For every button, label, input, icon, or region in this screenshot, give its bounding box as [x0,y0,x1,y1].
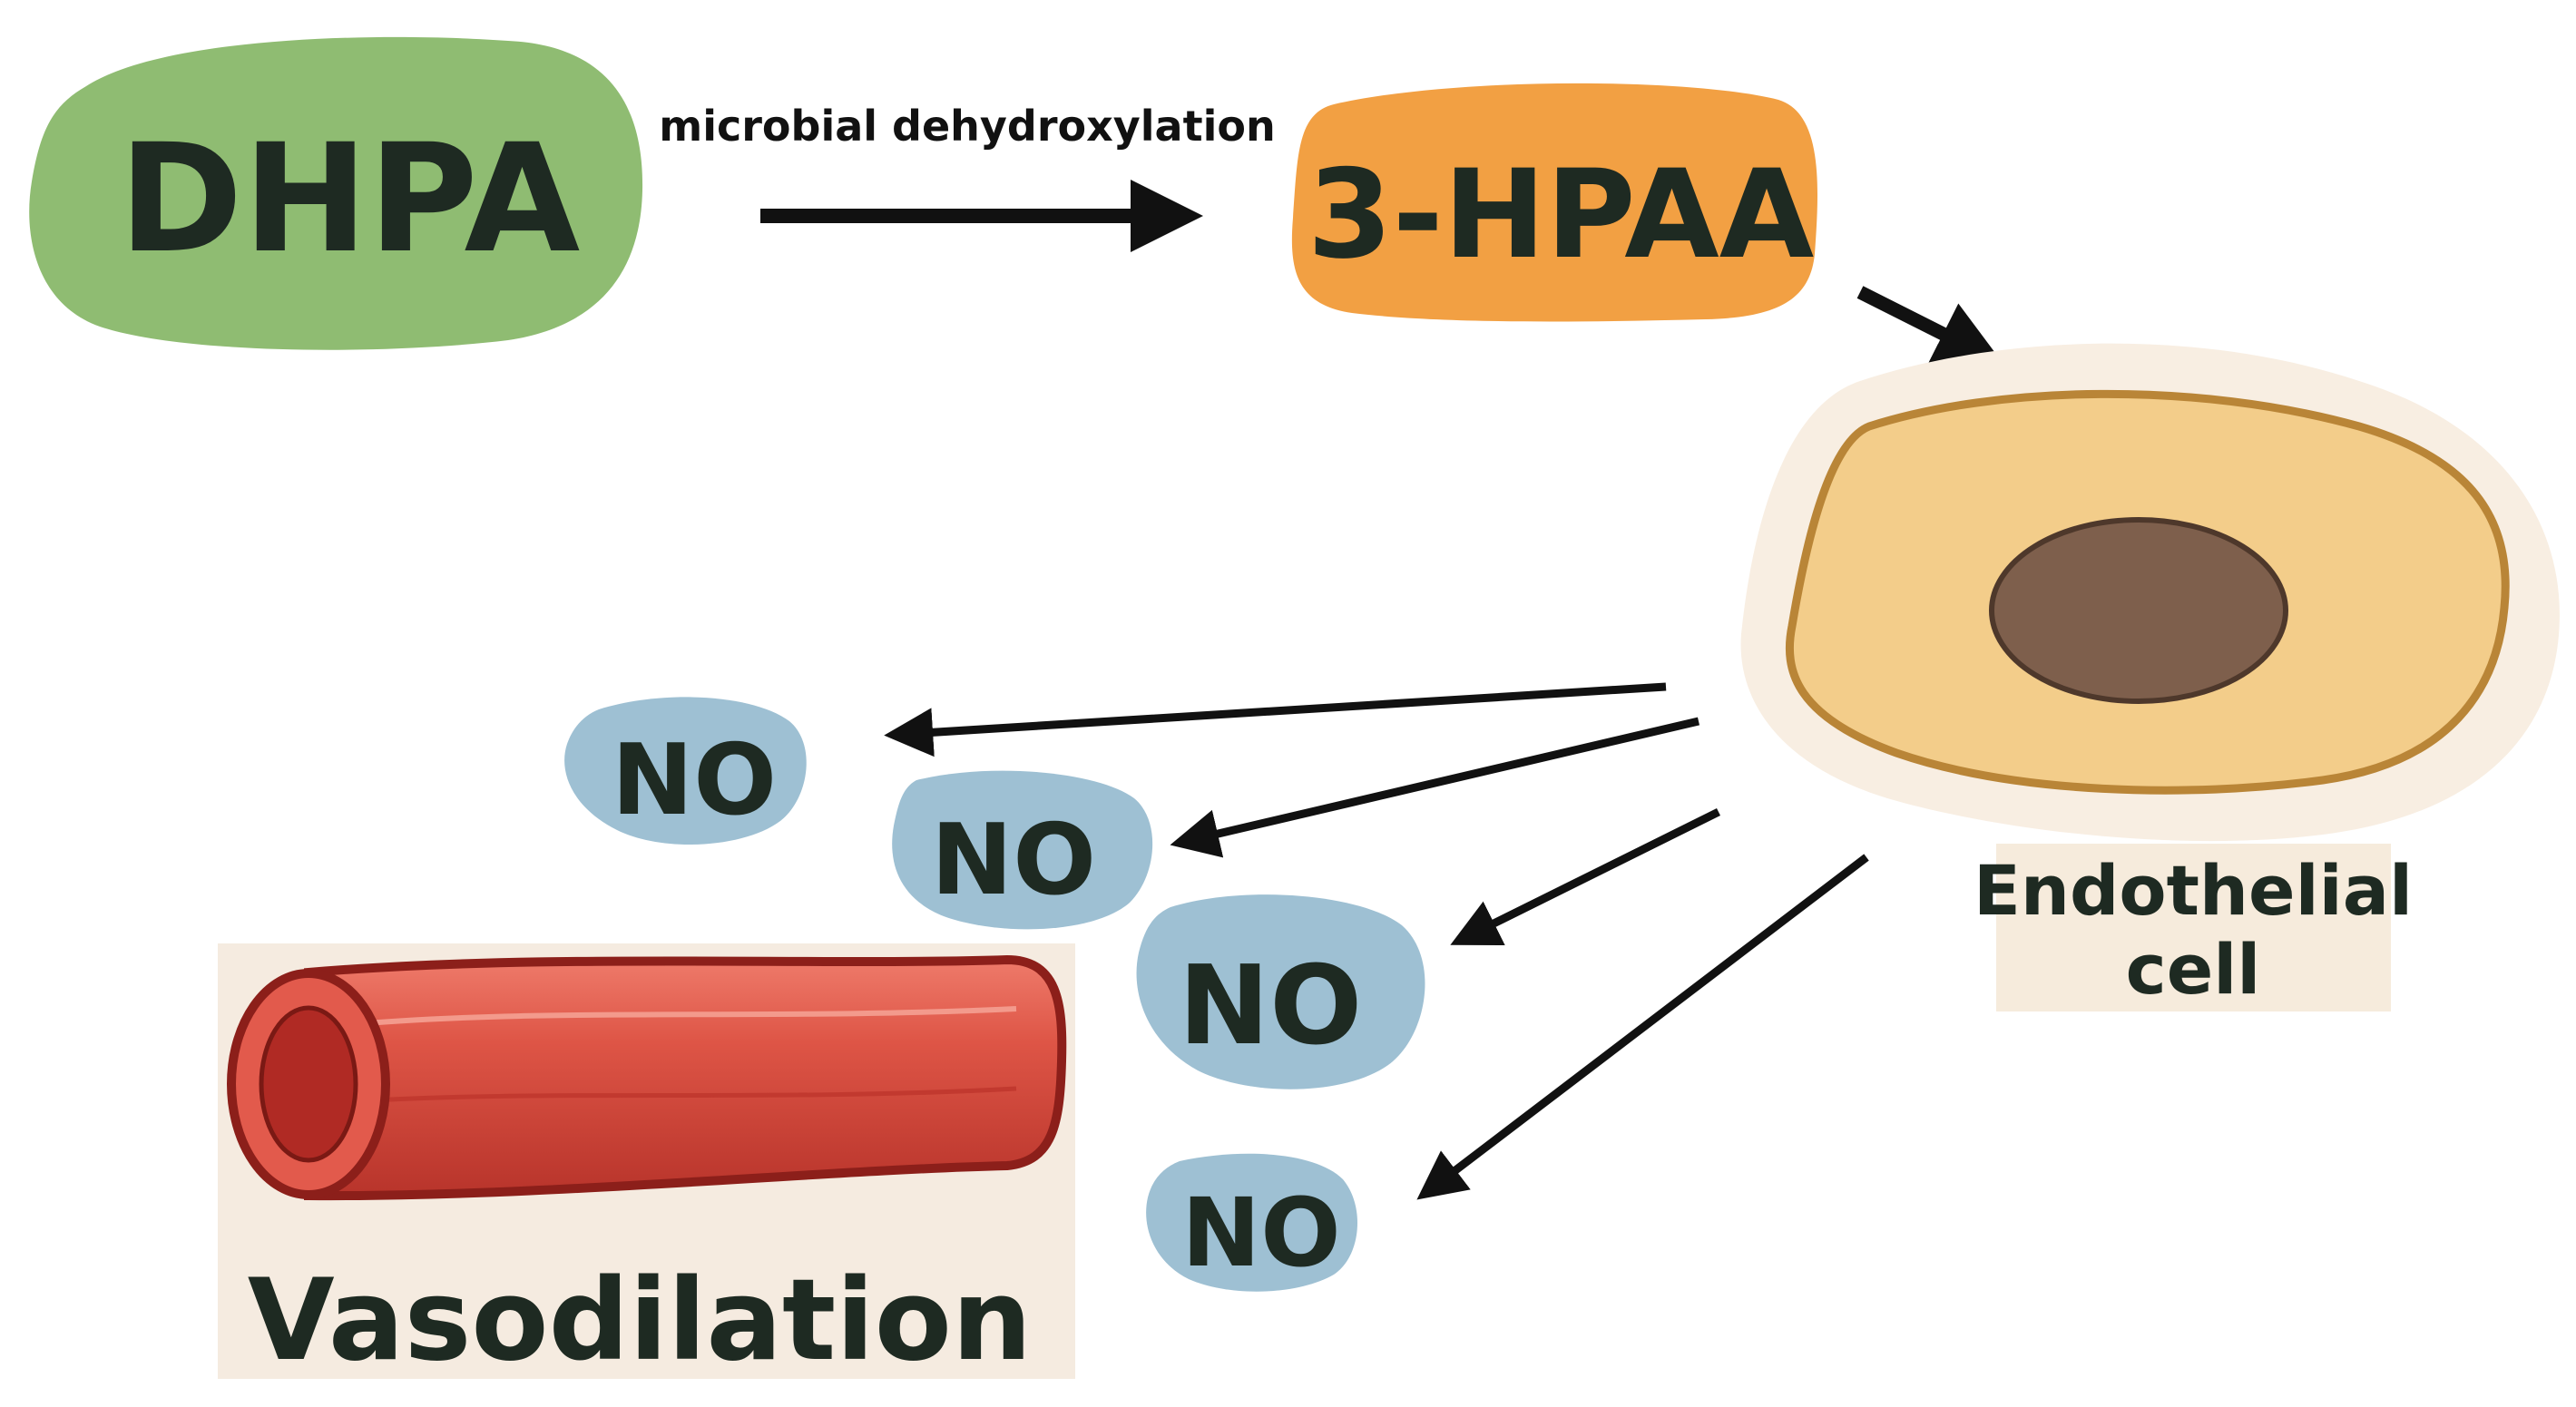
hpaa-to-cell-arrow [1856,286,2004,365]
dhpa-to-hpaa-edge: microbial dehydroxylation [659,102,1276,252]
vasodilation-label: Vasodilation [248,1256,1033,1386]
cell-nucleus [1989,517,2288,704]
hpaa-blob [1291,83,1818,322]
no-release-arrows [884,682,1869,1200]
blood-vessel [227,954,1067,1201]
hpaa-node: 3-HPAA [1291,83,1818,322]
endothelial-label-line2: cell [2126,929,2261,1010]
vessel-tube [304,954,1067,1201]
endothelial-label-group: Endothelial cell [1974,844,2413,1011]
vessel-lumen [259,1005,358,1163]
hpaa-label: 3-HPAA [1308,143,1814,286]
no-molecule-2: NO [892,770,1153,930]
no-molecule-4: NO [1146,1153,1358,1292]
no-arrow-3 [1450,807,1721,945]
vasodilation-panel: Vasodilation [218,943,1075,1386]
endothelial-label-line1: Endothelial [1974,850,2413,931]
no-blob-2 [892,770,1153,930]
no-blob-4 [1146,1153,1358,1292]
dehydroxylation-label: microbial dehydroxylation [659,102,1275,151]
no-blob-1 [564,697,807,845]
no-label-4: NO [1181,1177,1340,1288]
dhpa-node: DHPA [29,36,643,350]
no-label-1: NO [612,724,777,837]
no-blob-3 [1136,894,1425,1089]
dhpa-blob [29,36,643,350]
vessel-stripe-2 [344,1086,1017,1105]
vessel-stripe-1 [344,1006,1017,1028]
no-molecule-3: NO [1136,894,1425,1089]
endothelial-cell [1740,343,2560,842]
no-arrow-4 [1416,854,1869,1200]
dhpa-label: DHPA [119,112,581,286]
no-arrow-2 [1170,717,1700,858]
no-label-3: NO [1179,943,1362,1070]
no-molecule-1: NO [564,697,807,845]
no-arrow-1 [884,682,1667,757]
no-label-2: NO [931,804,1096,917]
endothelial-label-bg [1996,844,2391,1011]
